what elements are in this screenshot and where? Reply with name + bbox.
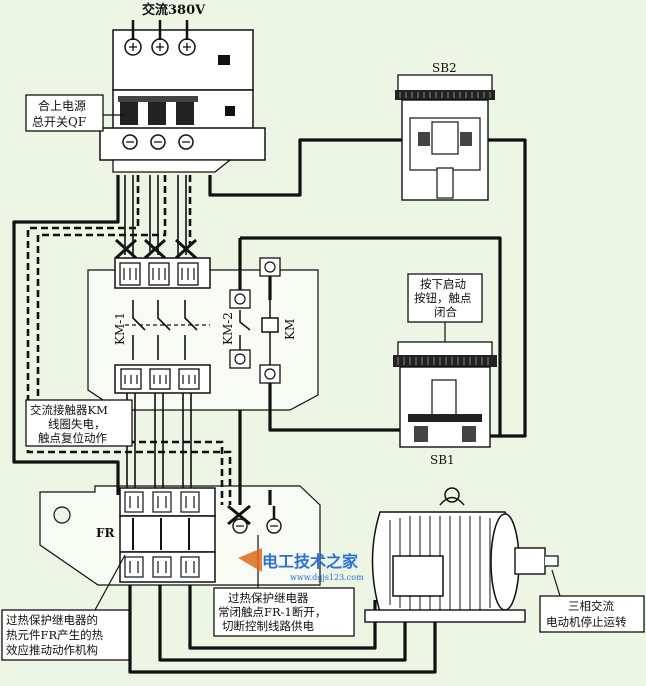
dashed-wiring [26,175,232,505]
fr1-note-line1: 过热保护继电器 [228,591,309,605]
km-note-line3: 触点复位动作 [38,431,107,445]
fr-note-line1: 过热保护继电器的 [6,613,98,627]
motor-note-line1: 三相交流 [568,599,614,613]
fr-note-line3: 效应推动动作机构 [6,643,98,657]
qf-note-box [25,94,104,132]
fr-note-box [1,609,130,661]
sb1-note-box [407,273,483,323]
fr-note-line2: 热元件FR产生的热 [6,628,104,642]
mount-hole [53,506,71,524]
qf-note-line1: 合上电源 [38,98,86,113]
km-note-box [25,399,133,447]
km2-label: KM-2 [221,312,235,345]
watermark-title: 电工技术之家 [262,552,359,571]
qf-note-line2: 总开关QF [32,115,86,129]
motor-note-box [539,595,645,633]
main-power-conductors [124,175,192,490]
site-watermark: 电工技术之家 www.dgjs123.com [238,548,364,582]
fr-thermal-relay [119,487,282,583]
watermark-url: www.dgjs123.com [290,573,364,582]
sb1-push-button [393,341,497,448]
sb1-note-line1: 按下启动 [420,277,466,291]
motor-note-pointer [551,569,561,597]
sb1-note-line3: 闭合 [434,305,457,319]
qf-breaker [99,29,266,173]
fr1-note-line3: 切断控制线路供电 [222,619,314,633]
km-note-line2: 线圈失电， [48,417,106,431]
motor-note-line2: 电动机停止运转 [546,615,627,629]
fr-label: FR [96,526,116,540]
km-contactor [114,257,281,394]
sb1-label: SB1 [430,453,455,467]
three-phase-motor [364,487,559,623]
km-coil-label: KM [283,319,297,340]
fr1-note-box [213,587,355,637]
km1-label: KM-1 [113,312,127,345]
disconnect-crosses [114,238,251,526]
fr1-note-line2: 常闭触点FR-1断开， [218,605,326,619]
km-note-line1: 交流接触器KM [30,403,108,417]
sb2-push-button [395,74,495,201]
supply-input-wires [131,20,189,40]
supply-label: 交流380V [142,2,206,18]
sb1-note-line2: 按钮，触点 [414,291,472,305]
fr-note-pointer [94,554,126,611]
sb2-label: SB2 [432,61,457,75]
